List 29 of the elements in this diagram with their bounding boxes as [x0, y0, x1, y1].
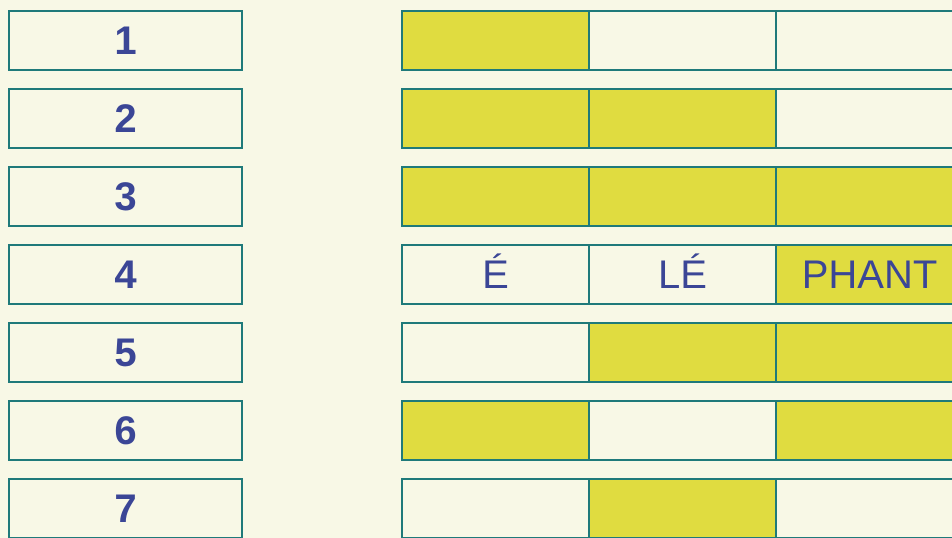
filled-cell	[775, 400, 952, 461]
filled-cell	[401, 166, 590, 227]
filled-cell	[588, 88, 777, 149]
number-box	[8, 88, 243, 149]
number-box	[8, 10, 243, 71]
syllable-text: PHANT	[802, 254, 938, 294]
number-box	[8, 400, 243, 461]
number-box	[8, 322, 243, 383]
filled-cell	[401, 10, 590, 71]
row-number: 3	[114, 176, 137, 216]
row-number: 5	[114, 332, 137, 372]
filled-cell	[401, 400, 590, 461]
row-number: 6	[114, 410, 137, 450]
filled-cell	[775, 166, 952, 227]
filled-cell	[775, 244, 952, 305]
syllable-text: LÉ	[658, 254, 707, 294]
filled-cell	[588, 478, 777, 538]
filled-cell	[401, 88, 590, 149]
filled-cell	[588, 322, 777, 383]
filled-cell	[775, 322, 952, 383]
number-box	[8, 166, 243, 227]
row-number: 7	[114, 488, 137, 528]
syllable-text: É	[482, 254, 509, 294]
row-number: 2	[114, 98, 137, 138]
row-number: 4	[114, 254, 137, 294]
row-number: 1	[114, 20, 137, 60]
filled-cell	[588, 166, 777, 227]
number-box	[8, 478, 243, 538]
number-box	[8, 244, 243, 305]
